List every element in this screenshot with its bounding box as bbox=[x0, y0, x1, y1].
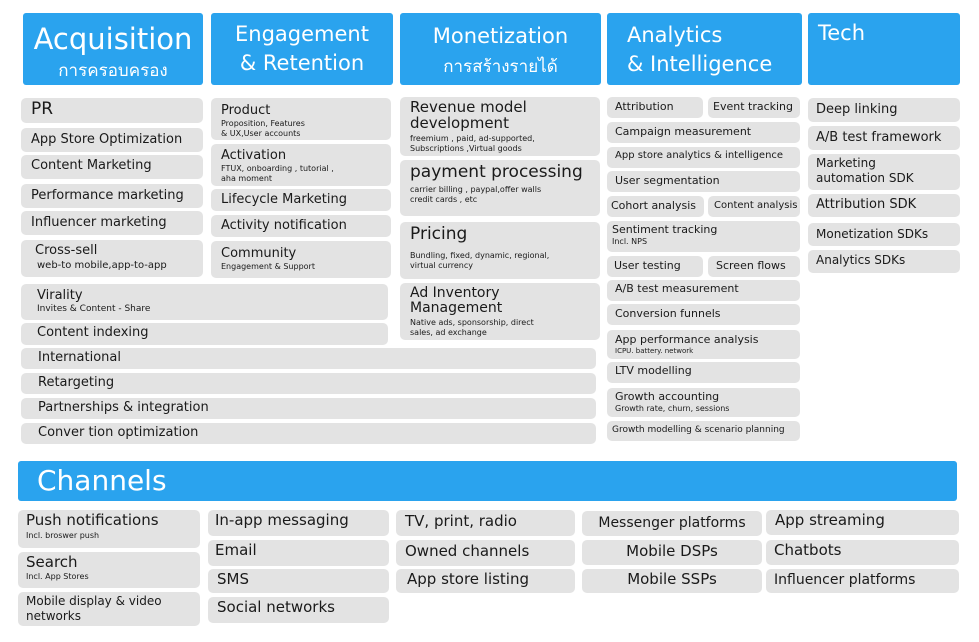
acq-content-indexing: Content indexing bbox=[21, 323, 388, 345]
ana-user-testing: User testing bbox=[607, 256, 703, 277]
eng-lifecycle: Lifecycle Marketing bbox=[211, 189, 391, 211]
acq-content-marketing: Content Marketing bbox=[21, 155, 203, 179]
ana-sentiment: Sentiment tracking Incl. NPS bbox=[607, 221, 800, 252]
mon-ad-inventory: Ad Inventory Management Native ads, spon… bbox=[400, 283, 600, 340]
header-acquisition: Acquisition การครอบครอง bbox=[23, 13, 203, 85]
header-channels: Channels bbox=[18, 461, 957, 501]
ana-event-tracking: Event tracking bbox=[708, 97, 800, 118]
tech-marketing-sdk: Marketing automation SDK bbox=[808, 154, 960, 190]
header-analytics-line1: Analytics bbox=[627, 23, 723, 47]
tech-deep-linking: Deep linking bbox=[808, 98, 960, 122]
ch-influencer-platforms: Influencer platforms bbox=[766, 569, 959, 593]
header-monetization-subtitle: การสร้างรายได้ bbox=[443, 57, 558, 77]
acq-aso: App Store Optimization bbox=[21, 128, 203, 152]
ch-search: Search Incl. App Stores bbox=[18, 552, 200, 588]
eng-product: Product Proposition, Features & UX,User … bbox=[211, 98, 391, 140]
ana-growth-accounting: Growth accounting Growth rate, churn, se… bbox=[607, 388, 800, 417]
ch-owned: Owned channels bbox=[396, 540, 575, 566]
acq-international: International bbox=[21, 348, 596, 369]
ana-growth-modelling: Growth modelling & scenario planning bbox=[607, 421, 800, 441]
header-tech: Tech bbox=[808, 13, 960, 85]
ana-conversion-funnels: Conversion funnels bbox=[607, 304, 800, 325]
ana-attribution: Attribution bbox=[607, 97, 703, 118]
header-tech-title: Tech bbox=[818, 21, 866, 45]
acq-partnerships: Partnerships & integration bbox=[21, 398, 596, 419]
ana-ltv: LTV modelling bbox=[607, 362, 800, 383]
tech-attribution-sdk: Attribution SDK bbox=[808, 194, 960, 217]
tech-ab-framework: A/B test framework bbox=[808, 126, 960, 150]
eng-activity-notification: Activity notification bbox=[211, 215, 391, 237]
ana-campaign-measurement: Campaign measurement bbox=[607, 122, 800, 143]
eng-community: Community Engagement & Support bbox=[211, 241, 391, 278]
header-monetization: Monetization การสร้างรายได้ bbox=[400, 13, 601, 85]
tech-analytics-sdks: Analytics SDKs bbox=[808, 250, 960, 273]
header-analytics: Analytics & Intelligence bbox=[607, 13, 802, 85]
header-analytics-line2: & Intelligence bbox=[627, 52, 773, 76]
ch-chatbots: Chatbots bbox=[766, 540, 959, 565]
ch-mobile-ssps: Mobile SSPs bbox=[582, 569, 762, 593]
ch-social: Social networks bbox=[208, 597, 389, 623]
header-engagement: Engagement & Retention bbox=[211, 13, 393, 85]
ch-tv: TV, print, radio bbox=[396, 510, 575, 536]
acq-cross-sell: Cross-sell web-to mobile,app-to-app bbox=[21, 240, 203, 277]
ch-push: Push notifications Incl. broswer push bbox=[18, 510, 200, 548]
mon-revenue-model: Revenue model development freemium , pai… bbox=[400, 97, 600, 156]
ch-mobile-display: Mobile display & video networks bbox=[18, 592, 200, 626]
ana-user-segmentation: User segmentation bbox=[607, 171, 800, 192]
ana-app-performance: App performance analysis ICPU. battery. … bbox=[607, 330, 800, 359]
header-engagement-line1: Engagement bbox=[235, 22, 369, 46]
acq-influencer-marketing: Influencer marketing bbox=[21, 211, 203, 235]
ana-content-analysis: Content analysis bbox=[708, 196, 800, 217]
acq-pr: PR bbox=[21, 98, 203, 123]
ana-app-store-analytics: App store analytics & intelligence bbox=[607, 147, 800, 168]
header-channels-title: Channels bbox=[37, 464, 167, 497]
ana-cohort-analysis: Cohort analysis bbox=[607, 196, 704, 217]
acq-performance-marketing: Performance marketing bbox=[21, 184, 203, 208]
ana-ab-measurement: A/B test measurement bbox=[607, 280, 800, 301]
acq-retargeting: Retargeting bbox=[21, 373, 596, 394]
ch-in-app: In-app messaging bbox=[208, 510, 389, 536]
acq-virality: Virality Invites & Content - Share bbox=[21, 284, 388, 320]
header-acquisition-title: Acquisition bbox=[33, 22, 193, 56]
mon-payment: payment processing carrier billing , pay… bbox=[400, 160, 600, 216]
eng-activation: Activation FTUX, onboarding , tutorial ,… bbox=[211, 144, 391, 186]
ch-app-store-listing: App store listing bbox=[396, 569, 575, 593]
header-engagement-line2: & Retention bbox=[239, 51, 365, 75]
ch-messenger: Messenger platforms bbox=[582, 511, 762, 536]
header-acquisition-subtitle: การครอบครอง bbox=[58, 61, 168, 81]
ch-email: Email bbox=[208, 540, 389, 566]
ch-sms: SMS bbox=[208, 569, 389, 593]
tech-monetization-sdks: Monetization SDKs bbox=[808, 223, 960, 246]
ch-app-streaming: App streaming bbox=[766, 510, 959, 535]
acq-conversion: Conver tion optimization bbox=[21, 423, 596, 444]
ch-mobile-dsps: Mobile DSPs bbox=[582, 540, 762, 565]
header-monetization-title: Monetization bbox=[432, 24, 569, 48]
ana-screen-flows: Screen flows bbox=[708, 256, 800, 277]
mon-pricing: Pricing Bundling, fixed, dynamic, region… bbox=[400, 222, 600, 279]
